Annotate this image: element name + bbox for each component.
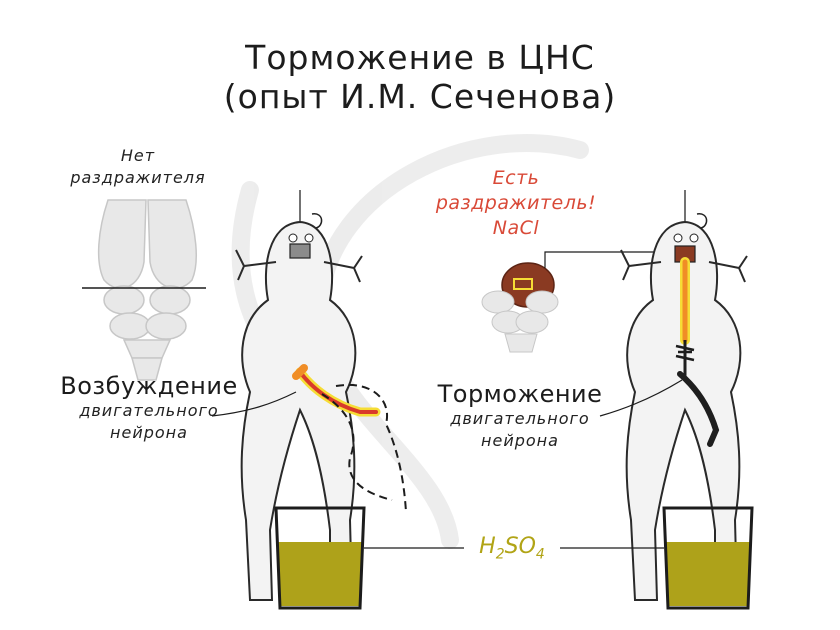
stimulus-label: Есть раздражитель! NaCl bbox=[412, 166, 620, 241]
excitation-sub-2: нейрона bbox=[110, 423, 188, 442]
inhibition-leader-line bbox=[599, 379, 683, 417]
excitation-leader-line bbox=[211, 391, 297, 417]
title-line-2: (опыт И.М. Сеченова) bbox=[223, 77, 617, 116]
stimulus-line-2: раздражитель! bbox=[435, 192, 597, 214]
acid-mid: SO bbox=[504, 534, 536, 559]
acid-sub-2: 4 bbox=[535, 546, 545, 563]
title-line-1: Торможение в ЦНС bbox=[245, 38, 595, 77]
beaker-icon bbox=[274, 506, 366, 610]
excitation-title: Возбуждение bbox=[60, 372, 238, 400]
stimulus-line-3: NaCl bbox=[492, 217, 540, 239]
inhibition-sub-1: двигательного bbox=[450, 409, 590, 428]
no-stimulus-label: Нет раздражителя bbox=[68, 145, 208, 189]
page-title: Торможение в ЦНС (опыт И.М. Сеченова) bbox=[0, 38, 840, 116]
no-stimulus-line-1: Нет bbox=[120, 146, 156, 165]
stimulus-line-1: Есть bbox=[492, 167, 540, 189]
acid-symbol: H bbox=[479, 534, 496, 559]
excitation-caption: Возбуждение двигательного нейрона bbox=[38, 372, 260, 444]
no-stimulus-line-2: раздражителя bbox=[70, 168, 206, 187]
beaker-icon bbox=[662, 506, 754, 610]
inhibition-title: Торможение bbox=[437, 380, 603, 408]
stimulated-brain-icon bbox=[481, 262, 559, 353]
excitation-sub-1: двигательного bbox=[79, 401, 219, 420]
stimulus-pointer bbox=[544, 251, 668, 268]
inhibition-caption: Торможение двигательного нейрона bbox=[420, 380, 620, 452]
inhibition-sub-2: нейрона bbox=[481, 431, 559, 450]
acid-formula: H2SO4 bbox=[464, 534, 560, 562]
frog-icon bbox=[235, 190, 407, 601]
brain-icon bbox=[97, 199, 197, 381]
frog-icon bbox=[620, 190, 748, 601]
acid-sub-1: 2 bbox=[495, 546, 505, 563]
